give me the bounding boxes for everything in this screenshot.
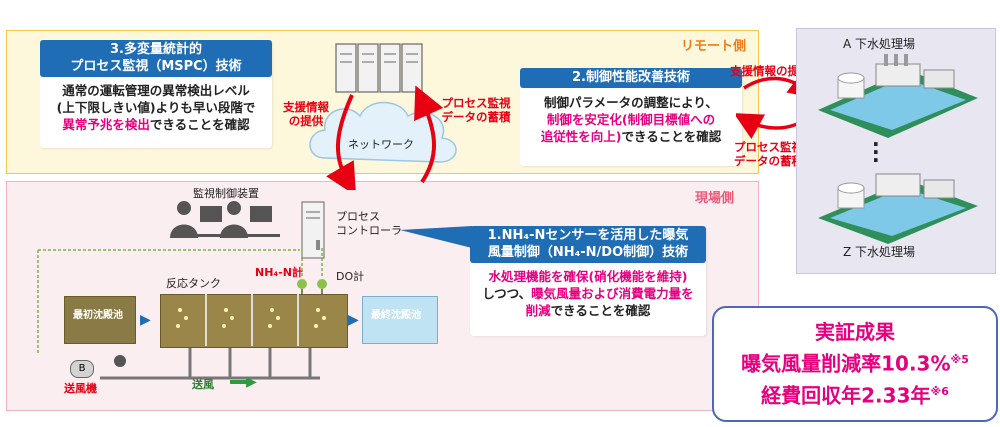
callout-pointer xyxy=(400,226,472,248)
valve-icon xyxy=(114,355,126,367)
reaction-tank-bubbles xyxy=(176,294,326,346)
air-pipe xyxy=(37,249,320,380)
nh4-card-body: 水処理機能を確保(硝化機能を維持) しつつ、曝気風量および消費電力量を 削減でき… xyxy=(482,269,694,318)
remote-zone-label: リモート側 xyxy=(681,39,747,54)
primary-tank: 最初沈殿池 xyxy=(64,296,136,344)
flow-arrow-icon: ▶ xyxy=(140,312,151,328)
support-info-arrow-down xyxy=(326,94,357,190)
air-label: 送風 xyxy=(192,378,214,391)
mspc-card: 3.多変量統計的プロセス監視（MSPC）技術 通常の運転管理の異常検出レベル (… xyxy=(40,40,272,148)
support-info-right-label: 支援情報の提供 xyxy=(730,64,811,78)
ellipsis-dots: ··· xyxy=(872,132,880,172)
mspc-card-title: 3.多変量統計的プロセス監視（MSPC）技術 xyxy=(40,40,272,77)
nh4-sensor-icon xyxy=(297,279,307,289)
controller-cabinet-icon xyxy=(301,201,325,259)
result-box: 実証成果 曝気風量削減率10.3%※5 経費回収年2.33年※6 xyxy=(712,306,998,422)
process-data-right-label: プロセス監視データの蓄積 xyxy=(734,140,803,168)
support-info-left-label: 支援情報の提供 xyxy=(283,100,329,128)
result-aeration: 曝気風量削減率10.3%※5 xyxy=(741,351,969,376)
nh4-meter-label: NH₄-N計 xyxy=(255,266,304,279)
air-arrow-icon: ▶ xyxy=(246,374,257,390)
nh4-card-title: 1.NH₄-Nセンサーを活用した曝気風量制御（NH₄-N/DO制御）技術 xyxy=(470,226,706,263)
mspc-card-body: 通常の運転管理の異常検出レベル (上下限しきい値)よりも早い段階で 異常予兆を検… xyxy=(56,83,256,132)
nh4-card: 1.NH₄-Nセンサーを活用した曝気風量制御（NH₄-N/DO制御）技術 水処理… xyxy=(470,226,706,336)
operators-icon xyxy=(170,201,280,238)
plant-a-icon xyxy=(818,54,978,138)
plant-a-label: A 下水処理場 xyxy=(843,37,916,51)
reaction-tank-label: 反応タンク xyxy=(166,277,221,290)
air-arrow-shaft xyxy=(230,380,248,384)
do-meter-label: DO計 xyxy=(336,270,365,283)
plant-z-label: Z 下水処理場 xyxy=(843,245,916,259)
server-rack-icon xyxy=(335,43,423,93)
process-data-left-label: プロセス監視データの蓄積 xyxy=(441,96,511,124)
blower-label: 送風機 xyxy=(64,382,97,395)
process-data-arrow-up xyxy=(414,85,444,184)
blower-icon: B xyxy=(70,360,94,378)
monitor-device-label: 監視制御装置 xyxy=(193,187,259,200)
site-zone-label: 現場側 xyxy=(695,191,735,206)
control-card-title: 2.制御性能改善技術 xyxy=(520,68,742,88)
process-controller-label: プロセスコントローラ xyxy=(336,210,402,237)
control-card: 2.制御性能改善技術 制御パラメータの調整により、 制御を安定化(制御目標値への… xyxy=(520,68,742,166)
result-payback: 経費回収年2.33年※6 xyxy=(761,383,949,408)
result-title: 実証成果 xyxy=(815,320,895,344)
network-label: ネットワーク xyxy=(348,138,414,151)
reaction-tank xyxy=(160,294,348,348)
plant-z-icon xyxy=(818,173,978,244)
do-sensor-icon xyxy=(317,279,327,289)
network-diagram xyxy=(309,43,457,190)
final-tank: 最終沈殿池 xyxy=(362,296,438,344)
flow-arrow-icon-2: ▶ xyxy=(348,312,359,328)
control-card-body: 制御パラメータの調整により、 制御を安定化(制御目標値への 追従性を向上)できる… xyxy=(540,95,722,144)
